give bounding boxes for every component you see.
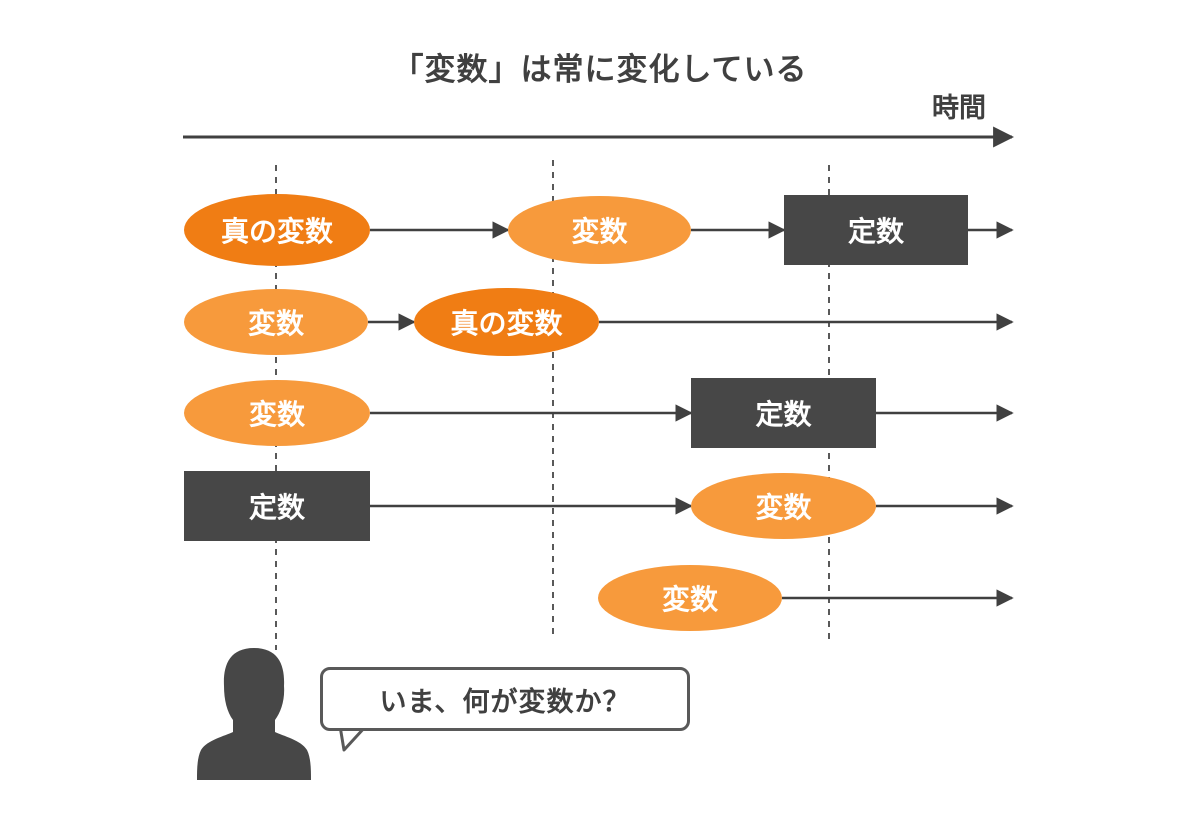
speech-bubble: いま、何が変数か？ bbox=[320, 667, 690, 731]
true-variable-node: 真の変数 bbox=[184, 194, 370, 266]
variable-node: 変数 bbox=[598, 565, 782, 631]
constant-node: 定数 bbox=[691, 378, 876, 448]
speech-bubble-tail bbox=[338, 726, 368, 752]
true-variable-node: 真の変数 bbox=[414, 288, 599, 356]
variable-node: 変数 bbox=[184, 380, 370, 446]
variable-node: 変数 bbox=[691, 473, 876, 539]
variable-node: 変数 bbox=[508, 196, 691, 264]
constant-node: 定数 bbox=[184, 471, 370, 541]
person-icon bbox=[197, 648, 311, 780]
question-text: いま、何が変数か？ bbox=[379, 686, 631, 718]
time-axis-label: 時間 bbox=[932, 93, 986, 124]
diagram-title: 「変数」は常に変化している bbox=[392, 52, 808, 88]
variable-node: 変数 bbox=[184, 289, 368, 355]
constant-node: 定数 bbox=[784, 195, 968, 265]
